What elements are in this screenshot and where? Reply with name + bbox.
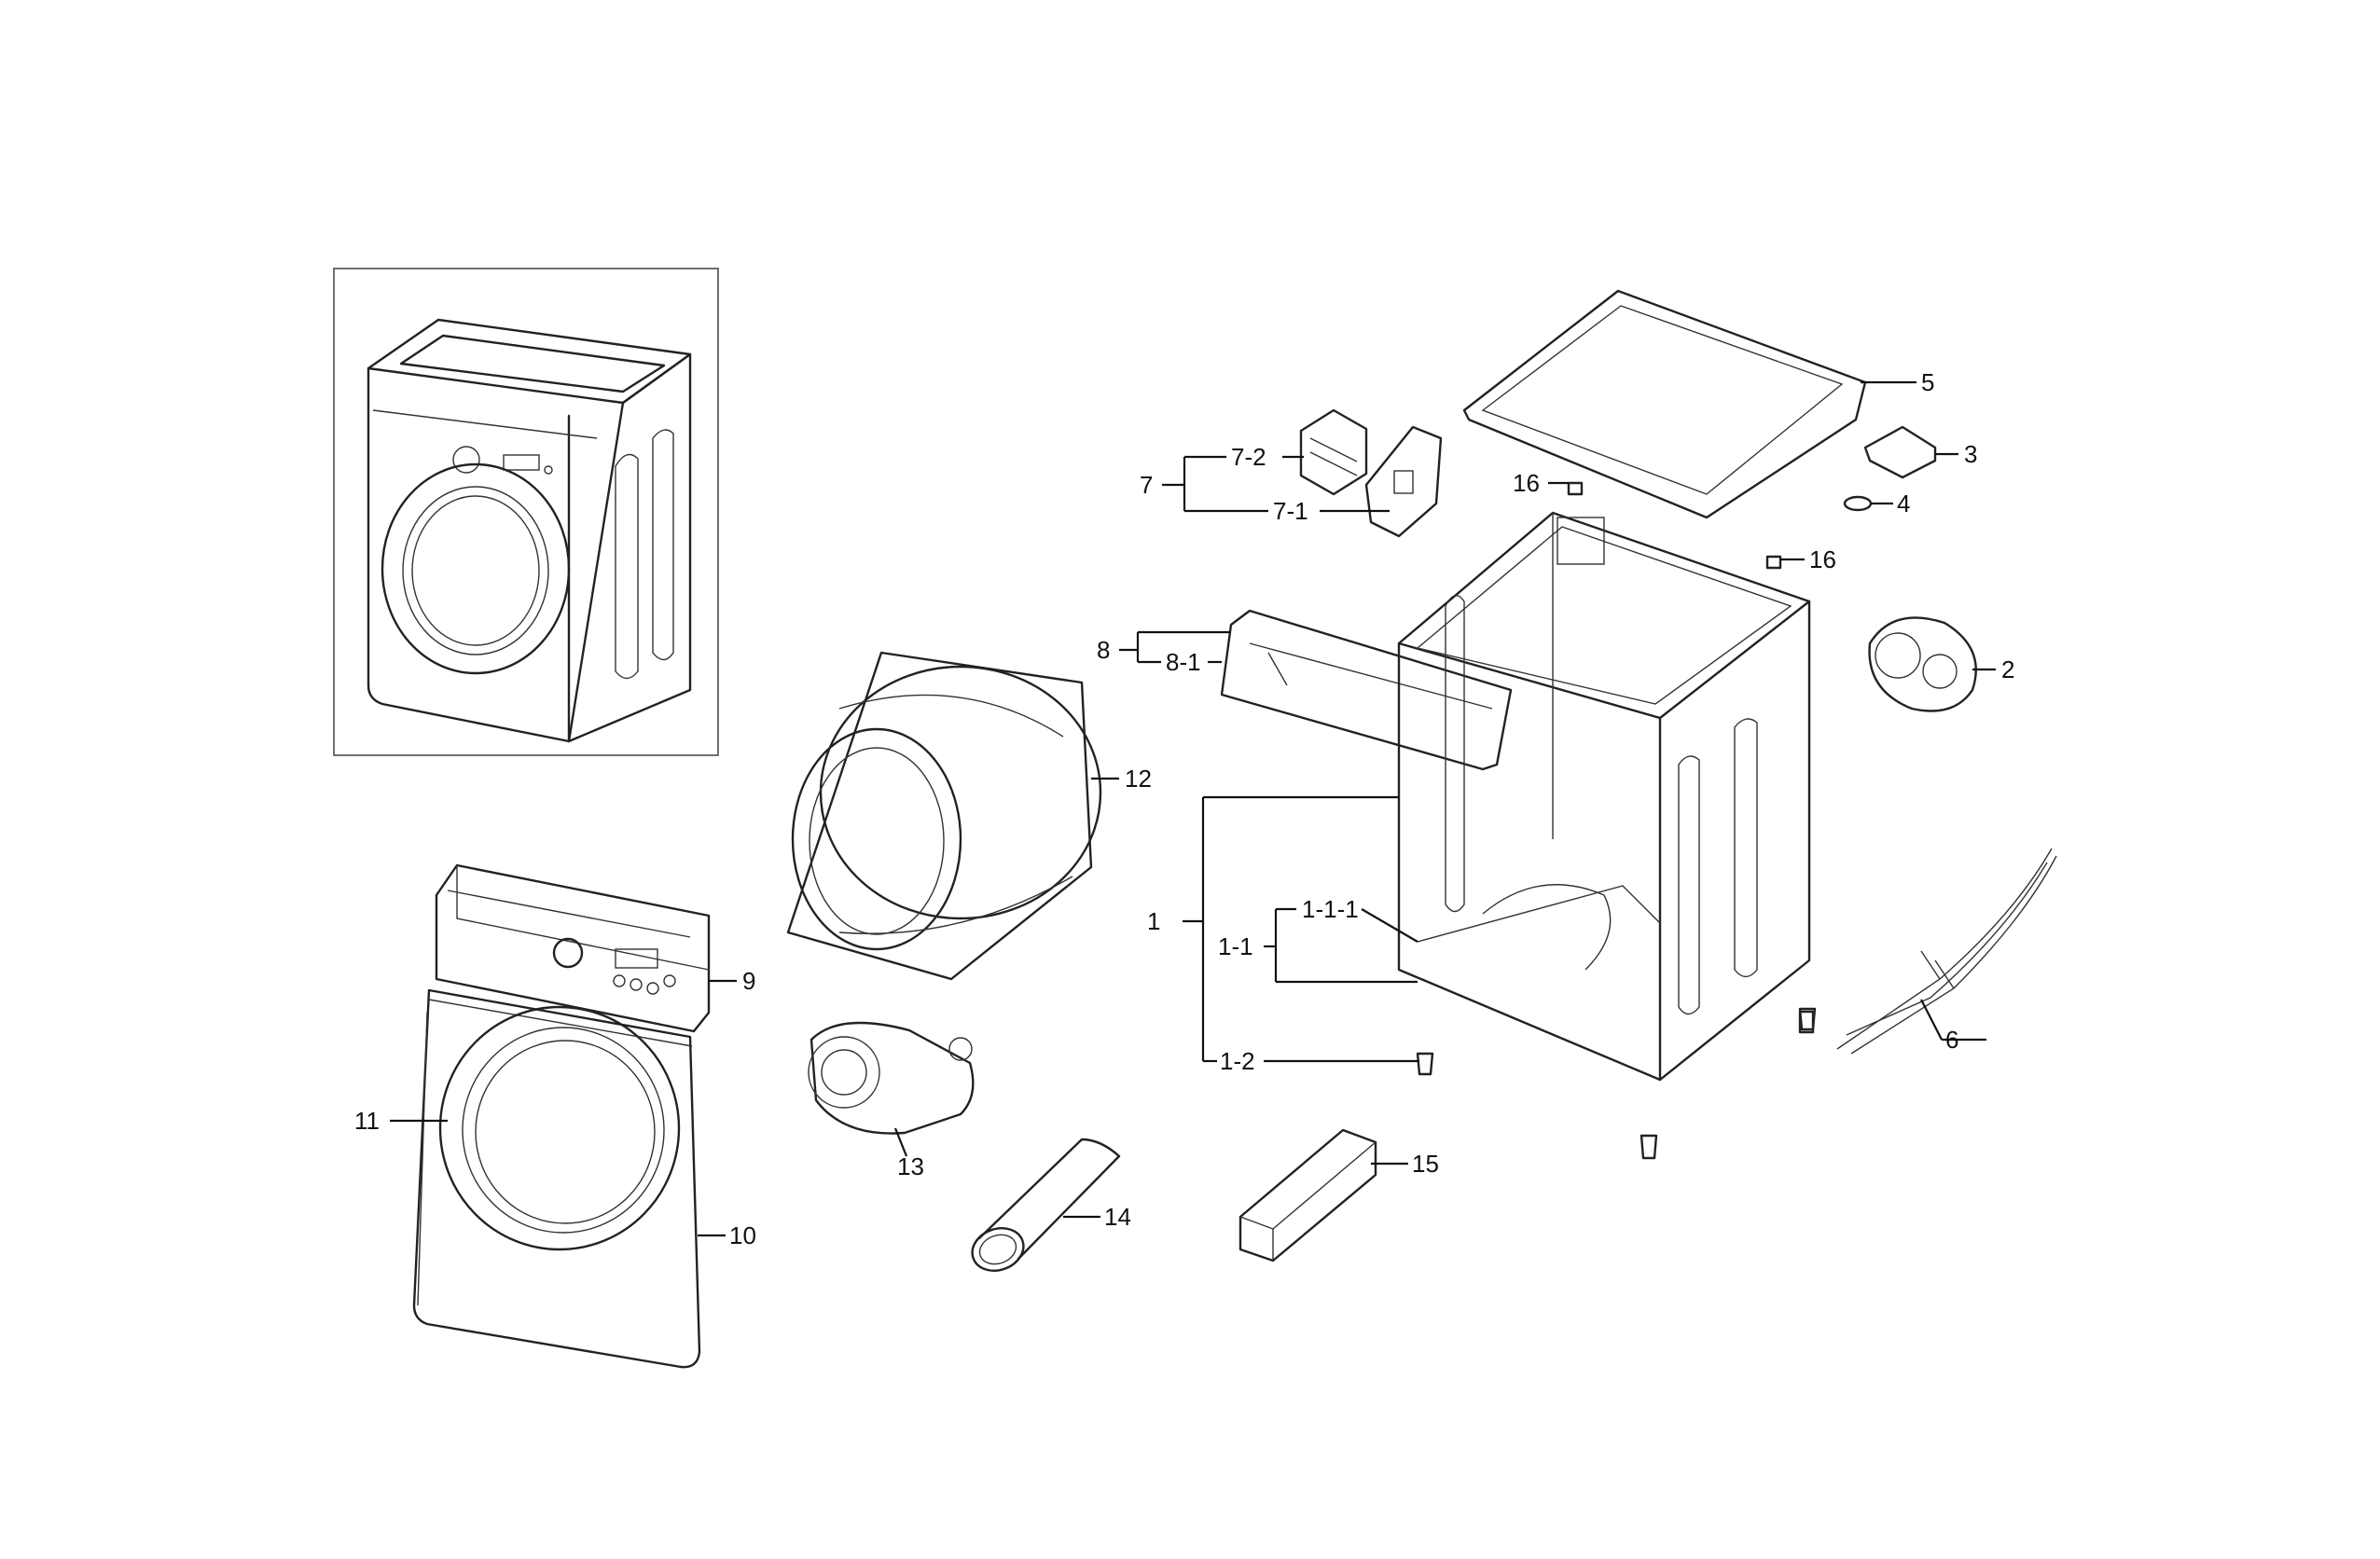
callout-9: 9 <box>742 967 755 995</box>
part-10-front-panel <box>412 988 701 1369</box>
part-7-filter <box>1299 408 1443 538</box>
callout-10: 10 <box>729 1221 756 1249</box>
part-15-heater <box>1238 1128 1377 1262</box>
assembled-dryer-inset <box>333 268 719 756</box>
part-8-bracket <box>1220 609 1513 771</box>
part-12-drum <box>786 651 1102 981</box>
callout-8-1: 8-1 <box>1166 648 1201 676</box>
part-13-blower <box>808 1021 975 1135</box>
part-6-harness <box>1798 848 2057 1055</box>
part-2-vent-cap <box>1868 616 1977 712</box>
part-3-bracket <box>1863 425 1937 479</box>
callout-12: 12 <box>1125 765 1152 793</box>
callout-6: 6 <box>1945 1026 1958 1054</box>
callout-4: 4 <box>1897 490 1910 517</box>
callout-15: 15 <box>1412 1150 1439 1178</box>
callout-16-left: 16 <box>1513 469 1540 497</box>
part-14-duct <box>971 1138 1121 1272</box>
callout-1-1: 1-1 <box>1218 932 1253 960</box>
callout-13: 13 <box>897 1152 924 1180</box>
leader-lines <box>390 380 1996 1237</box>
callout-labels: 9 11 10 12 13 14 15 7 7-2 7-1 8 8-1 16 1… <box>354 368 2014 1249</box>
callout-3: 3 <box>1964 440 1977 468</box>
callout-7-2: 7-2 <box>1231 443 1266 471</box>
callout-7-1: 7-1 <box>1273 497 1308 525</box>
callout-14: 14 <box>1104 1203 1131 1231</box>
part-9-control-panel <box>435 863 711 1033</box>
part-16-clips <box>1567 481 1782 570</box>
callout-11: 11 <box>354 1107 380 1135</box>
callout-7: 7 <box>1140 471 1153 499</box>
part-4-clip <box>1843 495 1873 512</box>
callout-8: 8 <box>1097 636 1110 664</box>
callout-5: 5 <box>1921 368 1934 396</box>
part-11-door <box>438 1005 681 1251</box>
part-1-cabinet <box>1397 511 1811 1082</box>
callout-1-2: 1-2 <box>1220 1047 1255 1075</box>
part-5-top <box>1462 289 1867 519</box>
part-1-2-feet <box>1416 1007 1817 1160</box>
callout-1: 1 <box>1147 907 1160 935</box>
callout-16-right: 16 <box>1809 545 1836 573</box>
callout-1-1-1: 1-1-1 <box>1302 895 1359 923</box>
callout-2: 2 <box>2001 655 2014 683</box>
